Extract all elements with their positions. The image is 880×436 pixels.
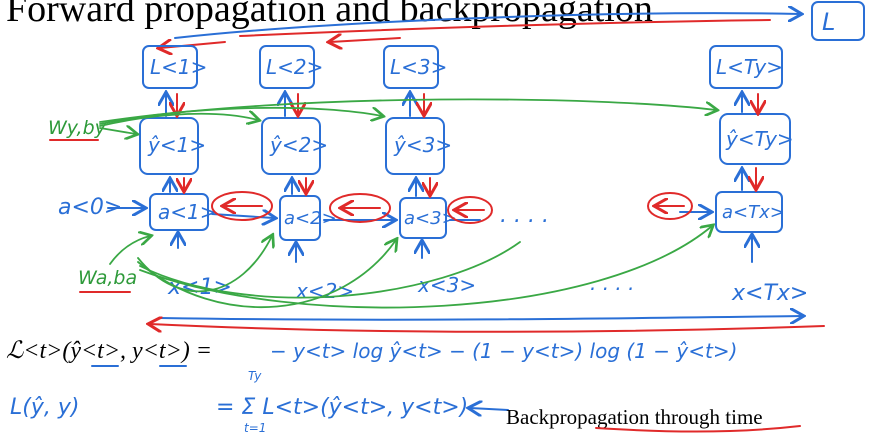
activation-backprop-marks <box>211 191 693 224</box>
activation-label-2: a<2> <box>284 208 337 229</box>
yhat-label-2: ŷ<2> <box>269 133 328 157</box>
total-loss-label: L <box>822 8 835 36</box>
recurrent-weights-arrows <box>109 226 712 309</box>
yhat-box-1 <box>139 117 199 175</box>
activation-label-tx: a<Tx> <box>722 202 785 223</box>
activation-row: a<1> a<2> a<3> a<Tx> <box>149 191 785 241</box>
bottom-forward-arrow <box>159 316 802 320</box>
input-row: x<1> x<2> x<3> x<Tx> <box>167 273 808 306</box>
loss-box-ty <box>709 45 783 89</box>
loss-box-3 <box>383 45 439 89</box>
sum-upper-limit: Ty <box>248 369 262 383</box>
loss-label-ty: L<Ty> <box>716 55 783 79</box>
input-label-tx: x<Tx> <box>731 281 808 306</box>
prediction-row: ŷ<1> ŷ<2> ŷ<3> ŷ<Ty> <box>139 113 794 175</box>
activation-label-3: a<3> <box>404 208 457 229</box>
total-loss-box <box>811 1 865 41</box>
input-arrows <box>178 234 752 263</box>
top-red-arrow-2 <box>330 38 401 42</box>
recurrent-weights-label: Wa,ba <box>78 267 137 289</box>
activation-ellipsis: . . . . <box>500 203 549 228</box>
yhat-label-ty: ŷ<Ty> <box>725 127 794 151</box>
step-loss-rhs: − y<t> log ŷ<t> − (1 − y<t>) log (1 − ŷ<… <box>270 339 737 363</box>
yhat-label-3: ŷ<3> <box>393 133 452 157</box>
loss-label-2: L<2> <box>266 55 323 79</box>
top-backprop-arrow <box>239 19 771 37</box>
footer-underline <box>595 425 801 433</box>
total-loss-lhs: L(ŷ, y) <box>10 395 79 420</box>
footer-arrow <box>470 408 509 410</box>
step-loss-lhs: ℒ<t>(ŷ<t>, y<t>) = <box>6 338 212 364</box>
loss-label-3: L<3> <box>390 55 447 79</box>
yhat-box-2 <box>261 117 321 175</box>
loss-row: L<1> L<2> L<3> L<Ty> <box>142 45 783 89</box>
loss-box-2 <box>259 45 315 89</box>
yhat-label-1: ŷ<1> <box>147 133 206 157</box>
bottom-backprop-arrow <box>150 324 825 333</box>
sum-lower-limit: t=1 <box>244 421 266 435</box>
input-label-2: x<2> <box>295 279 354 303</box>
yhat-box-3 <box>385 117 445 175</box>
activation-label-1: a<1> <box>158 200 217 224</box>
loss-label-1: L<1> <box>150 55 207 79</box>
footer-caption: Backpropagation through time <box>506 405 763 429</box>
top-forward-arrow <box>174 13 800 39</box>
loss-box-1 <box>142 45 198 89</box>
vertical-arrows-lower <box>170 168 756 196</box>
total-loss-rhs: = Σ L<t>(ŷ<t>, y<t>) <box>216 395 468 420</box>
input-ellipsis: . . . . <box>590 271 635 295</box>
output-weights-label: Wy,by <box>48 117 107 139</box>
output-weights-arrows <box>99 98 716 134</box>
